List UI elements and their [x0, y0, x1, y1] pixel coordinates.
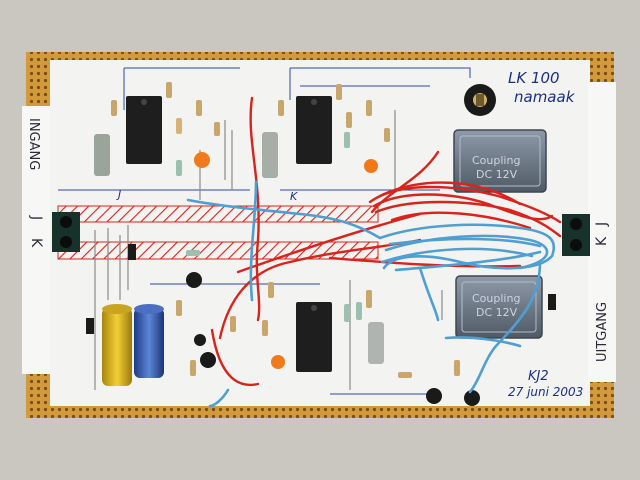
relay-bottom-brand: Coupling — [472, 292, 520, 305]
resistors — [111, 82, 460, 378]
ic-chip-top-left — [126, 96, 162, 164]
input-screw-terminal — [52, 212, 80, 252]
ink-traces — [58, 67, 471, 395]
output-label-strip — [588, 82, 616, 382]
title-line1: LK 100 — [508, 69, 560, 87]
blue-electrolytic-capacitor — [134, 304, 164, 378]
signature: KJ2 — [528, 369, 549, 384]
track-label-j: J — [116, 188, 121, 201]
orange-ceramic-capacitors — [194, 152, 378, 369]
output-side-label: UITGANG — [595, 302, 610, 362]
relay-top-rating: DC 12V — [476, 168, 518, 181]
track-label-k: K — [290, 190, 298, 203]
relay-top-brand: Coupling — [472, 154, 520, 167]
red-wires — [210, 96, 562, 387]
small-capacitors — [94, 132, 384, 364]
yellow-electrolytic-capacitor — [102, 304, 132, 386]
blue-wires — [186, 180, 556, 408]
ic-chip-bottom — [296, 302, 332, 372]
transistors — [86, 244, 556, 406]
input-terminal-k: K — [28, 238, 44, 248]
relay-bottom: Coupling DC 12V — [455, 275, 543, 339]
trimmer-potentiometer — [464, 84, 496, 116]
output-screw-terminal — [562, 214, 590, 256]
output-terminal-j: J — [594, 222, 610, 227]
relay-top: Coupling DC 12V — [453, 129, 547, 193]
output-terminal-k: K — [594, 236, 610, 246]
date-label: 27 juni 2003 — [508, 385, 583, 399]
input-side-label: INGANG — [26, 118, 41, 170]
ic-chip-top-middle — [296, 96, 332, 164]
title-line2: namaak — [514, 88, 576, 106]
input-label-strip — [22, 106, 50, 374]
relay-bottom-rating: DC 12V — [476, 306, 518, 319]
hatched-track-k — [57, 241, 379, 260]
input-terminal-j: J — [28, 215, 44, 220]
